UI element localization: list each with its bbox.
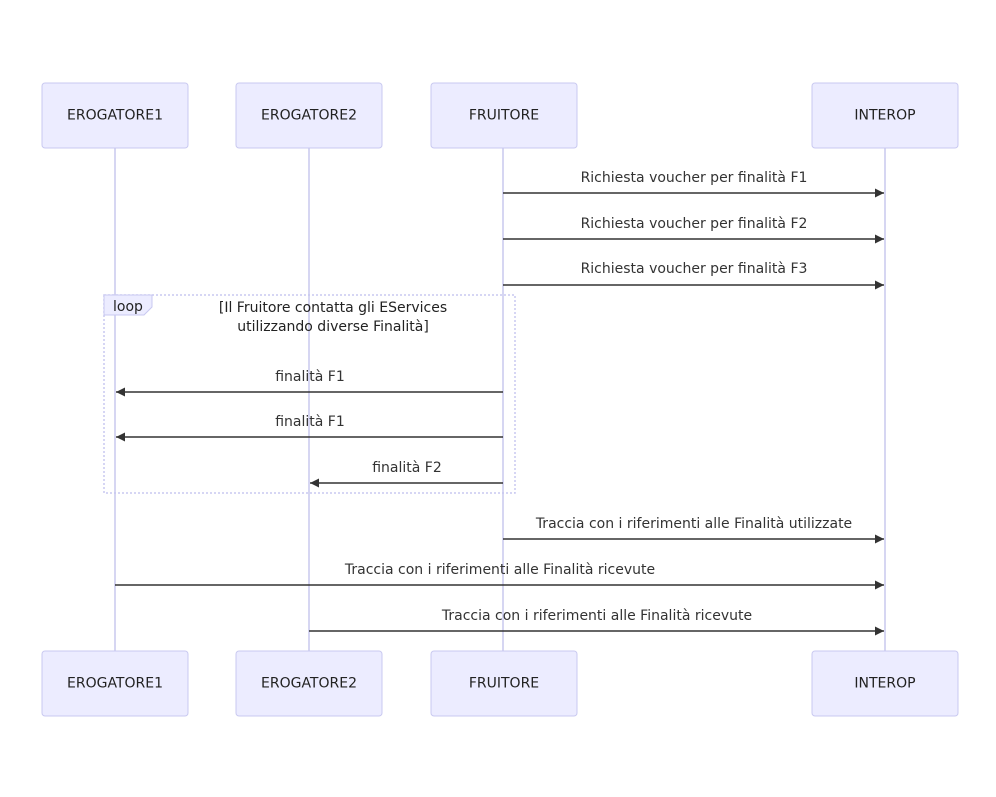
- actor-interop-top: INTEROP: [811, 82, 959, 149]
- loop-frame: loop [Il Fruitore contatta gli EServices…: [103, 294, 516, 494]
- actor-erogatore1-bottom: EROGATORE1: [41, 650, 189, 717]
- actor-erogatore1-top: EROGATORE1: [41, 82, 189, 149]
- actor-fruitore-top: FRUITORE: [430, 82, 578, 149]
- loop-label: loop: [113, 299, 143, 315]
- message-label: Richiesta voucher per finalità F1: [581, 170, 808, 186]
- lifelines: [114, 148, 886, 651]
- actor-erogatore2-bottom: EROGATORE2: [235, 650, 383, 717]
- actors-top: EROGATORE1 EROGATORE2 FRUITORE INTEROP: [41, 82, 959, 149]
- messages: Richiesta voucher per finalità F1 Richie…: [115, 170, 884, 636]
- message-label: Richiesta voucher per finalità F3: [581, 261, 808, 277]
- actor-label: FRUITORE: [469, 108, 539, 124]
- message-label: finalità F1: [275, 414, 345, 430]
- actors-bottom: EROGATORE1 EROGATORE2 FRUITORE INTEROP: [41, 650, 959, 717]
- loop-condition-line2: utilizzando diverse Finalità]: [237, 319, 429, 335]
- actor-label: INTEROP: [854, 108, 915, 124]
- actor-label: INTEROP: [854, 676, 915, 692]
- actor-label: EROGATORE2: [261, 676, 357, 692]
- loop-condition-line1: [Il Fruitore contatta gli EServices: [219, 300, 447, 316]
- message-label: finalità F2: [372, 460, 442, 476]
- message-label: Traccia con i riferimenti alle Finalità …: [535, 516, 852, 532]
- actor-label: FRUITORE: [469, 676, 539, 692]
- actor-erogatore2-top: EROGATORE2: [235, 82, 383, 149]
- actor-fruitore-bottom: FRUITORE: [430, 650, 578, 717]
- actor-label: EROGATORE1: [67, 108, 163, 124]
- actor-label: EROGATORE2: [261, 108, 357, 124]
- message-label: Richiesta voucher per finalità F2: [581, 216, 808, 232]
- actor-label: EROGATORE1: [67, 676, 163, 692]
- loop-tab: [103, 294, 153, 316]
- actor-interop-bottom: INTEROP: [811, 650, 959, 717]
- loop-frame-border: [103, 294, 516, 494]
- message-label: Traccia con i riferimenti alle Finalità …: [344, 562, 655, 578]
- message-label: finalità F1: [275, 369, 345, 385]
- message-label: Traccia con i riferimenti alle Finalità …: [441, 608, 752, 624]
